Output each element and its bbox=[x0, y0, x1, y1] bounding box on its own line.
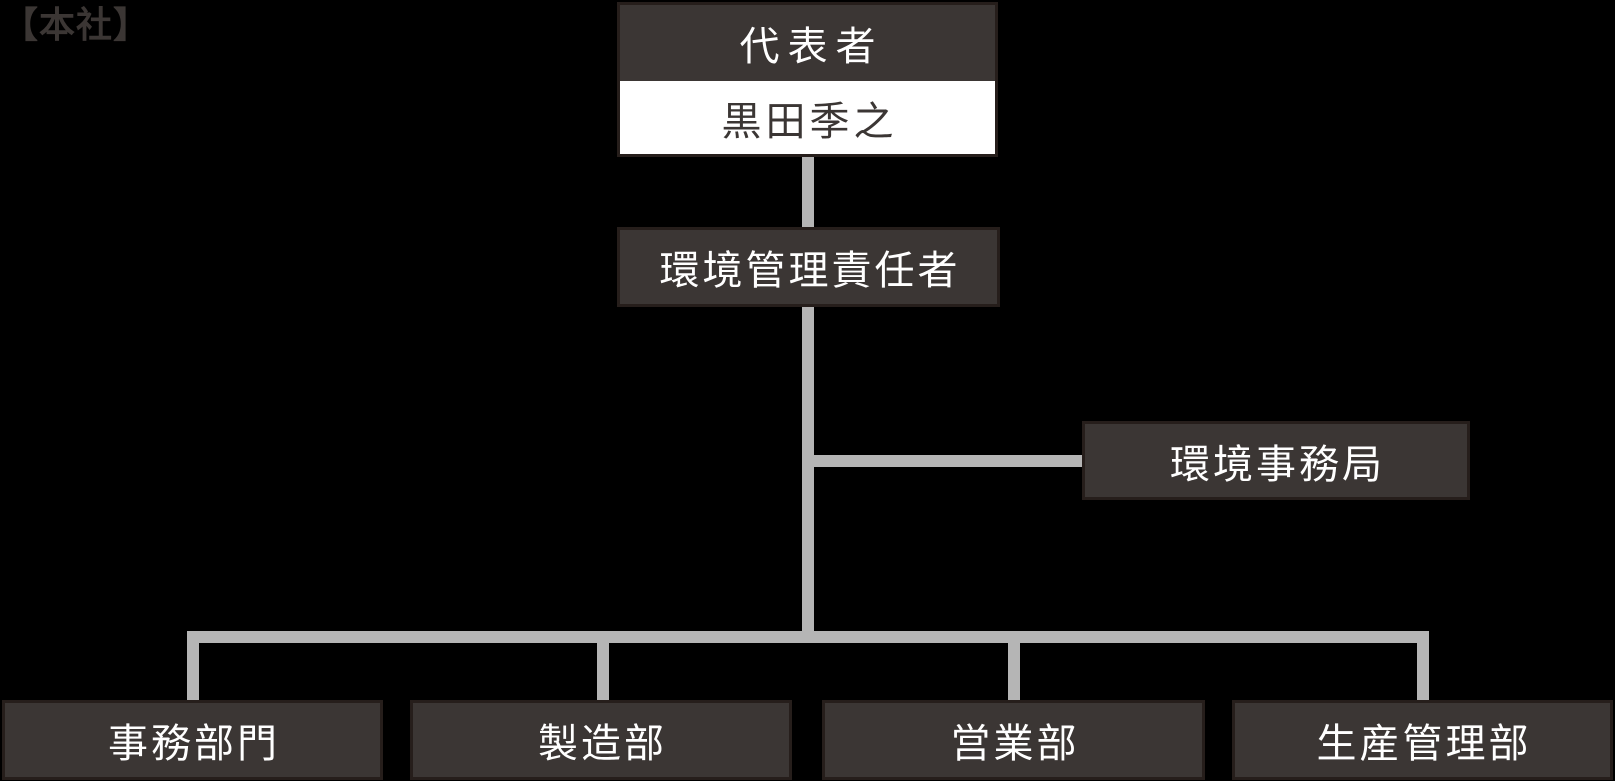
connector-departments-horizontal bbox=[187, 631, 1429, 643]
connector-drop-dept-1 bbox=[187, 631, 199, 700]
department-box-production-management: 生産管理部 bbox=[1232, 700, 1613, 780]
representative-name: 黒田季之 bbox=[620, 81, 995, 154]
department-box-sales: 営業部 bbox=[822, 700, 1205, 780]
env-office-box: 環境事務局 bbox=[1082, 421, 1470, 500]
representative-box: 代表者 黒田季之 bbox=[617, 2, 998, 157]
department-box-administration: 事務部門 bbox=[2, 700, 383, 780]
connector-drop-dept-3 bbox=[1008, 631, 1020, 700]
representative-title: 代表者 bbox=[620, 5, 995, 81]
department-box-manufacturing: 製造部 bbox=[410, 700, 792, 780]
connector-drop-dept-4 bbox=[1417, 631, 1429, 700]
connector-branch-env-office bbox=[808, 455, 1084, 467]
connector-drop-dept-2 bbox=[597, 631, 609, 700]
connector-trunk-upper bbox=[802, 157, 814, 227]
connector-trunk-lower bbox=[802, 307, 814, 643]
site-label: 【本社】 bbox=[2, 4, 151, 45]
env-manager-box: 環境管理責任者 bbox=[617, 227, 1000, 307]
